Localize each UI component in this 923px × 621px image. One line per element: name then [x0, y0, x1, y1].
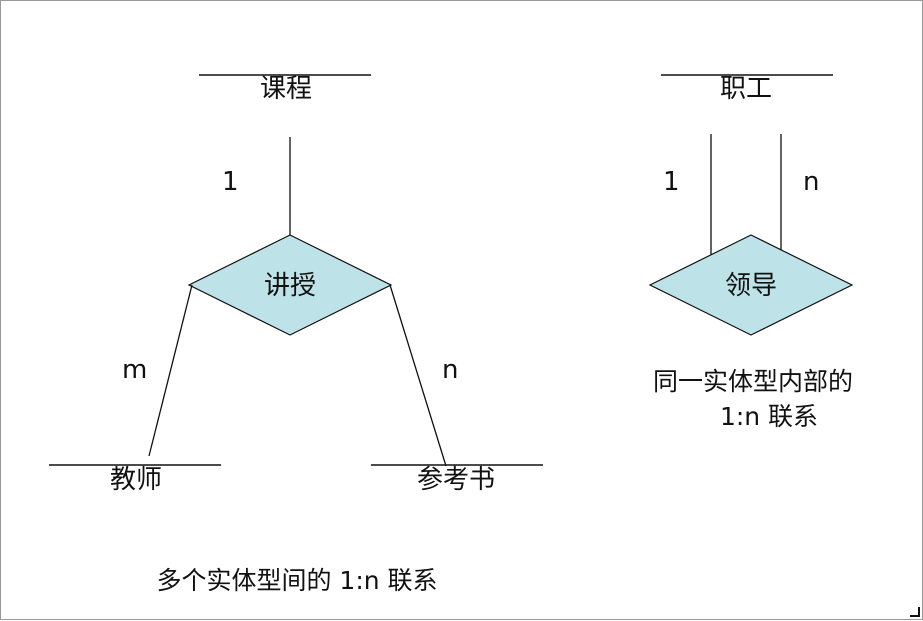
relationship-teach-label: 讲授 [263, 271, 317, 301]
connector-teach-teacher [148, 284, 193, 457]
relationship-lead-label: 领导 [724, 271, 778, 301]
corner-resize-mark [910, 607, 920, 617]
connector-teach-reference [389, 284, 447, 467]
cardinality-employee-1: 1 [663, 167, 680, 197]
entity-teacher-label: 教师 [109, 465, 163, 495]
entity-course-label: 课程 [259, 74, 313, 104]
cardinality-course: 1 [222, 167, 239, 197]
entity-reference-label: 参考书 [416, 465, 496, 495]
right-diagram-caption-line2: 1:n 联系 [719, 402, 819, 431]
relationship-lead-diamond [648, 234, 854, 336]
cardinality-teacher: m [122, 355, 148, 385]
right-diagram-caption-line1: 同一实体型内部的 [652, 367, 854, 396]
left-diagram-caption: 多个实体型间的 1:n 联系 [156, 566, 438, 595]
entity-employee-label: 职工 [719, 74, 773, 104]
cardinality-employee-n: n [803, 167, 820, 197]
cardinality-reference: n [442, 355, 459, 385]
relationship-teach-diamond [187, 234, 393, 336]
